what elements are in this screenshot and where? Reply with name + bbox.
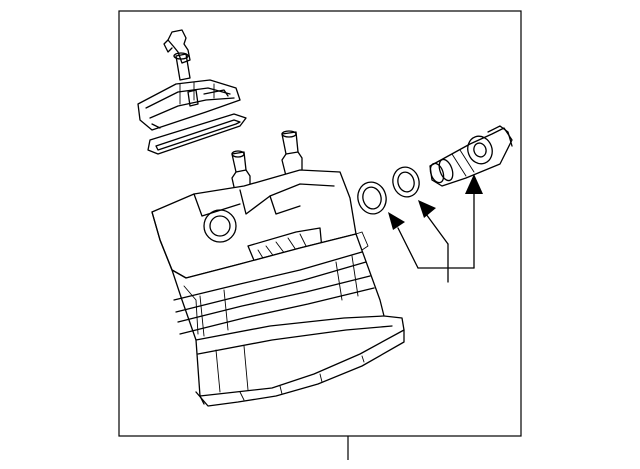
callout-leader [397,227,419,269]
sensor-valve [429,125,513,187]
arrowhead-o-ring-2 [418,200,436,218]
o-ring-seal-1 [357,181,387,215]
arrowhead-sensor [465,174,483,194]
callout-arrows [388,174,483,283]
callout-leader [425,213,449,245]
canister-housing [151,130,405,407]
o-ring-seal-2 [392,166,420,198]
arrowhead-o-ring-1 [388,212,405,230]
bracket-gasket [147,113,247,155]
connector-fitting-with-bracket [137,29,241,131]
